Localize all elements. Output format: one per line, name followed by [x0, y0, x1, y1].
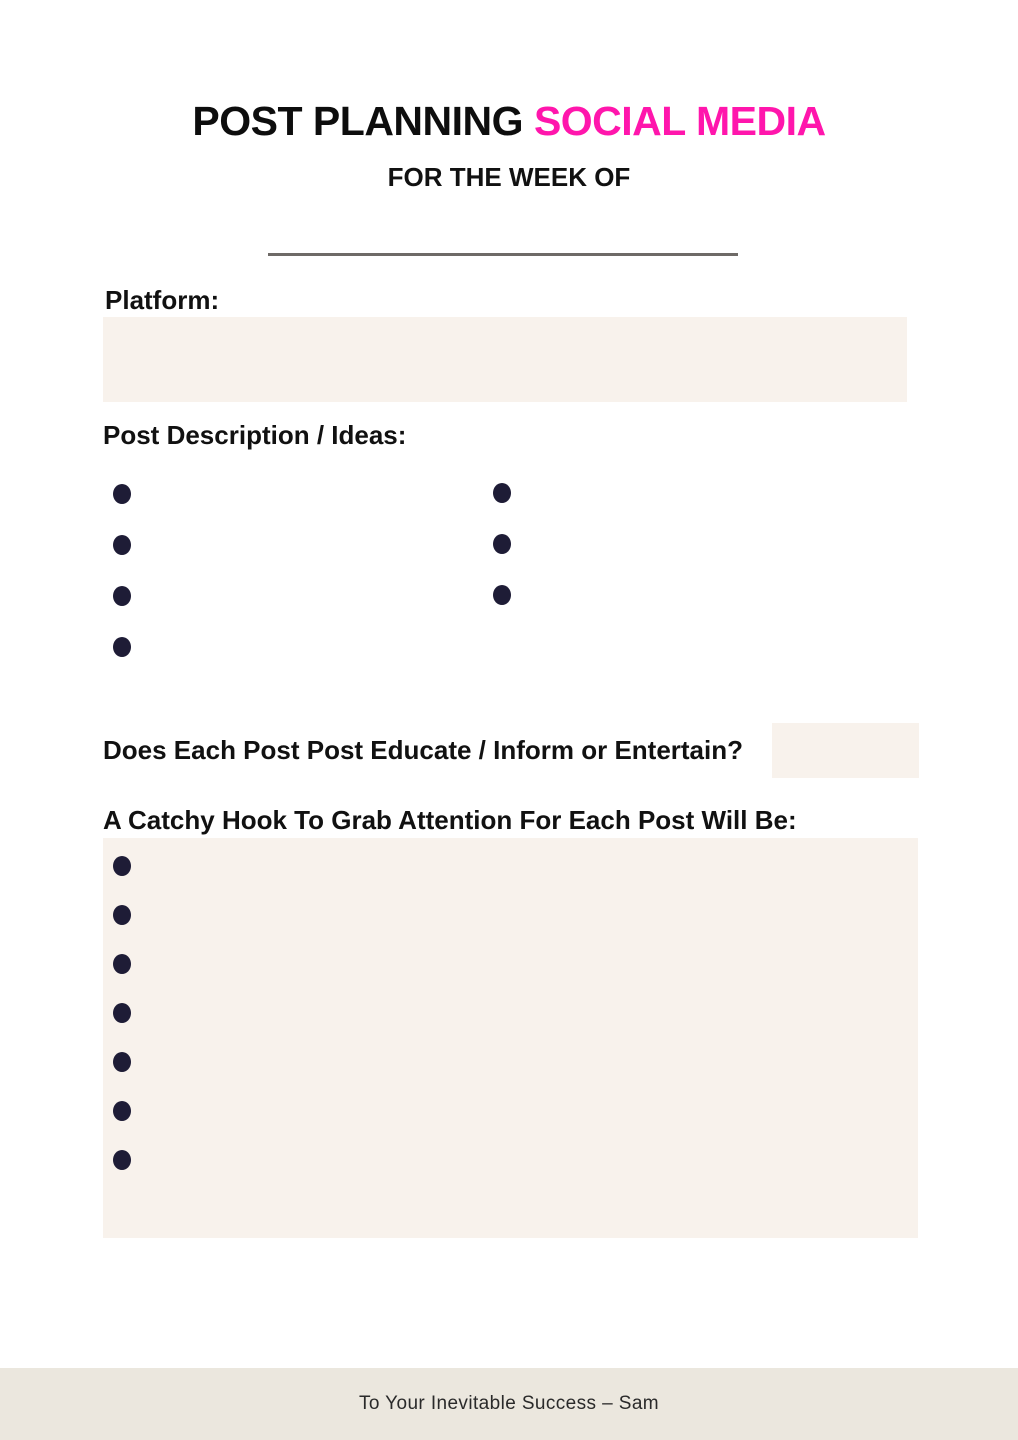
footer-band: To Your Inevitable Success – Sam: [0, 1368, 1018, 1440]
bullet-icon: [493, 534, 511, 554]
post-ideas-bullet-column-left: [113, 484, 131, 657]
bullet-icon: [113, 535, 131, 555]
page-title-black-part: POST PLANNING: [192, 98, 534, 144]
bullet-icon: [113, 856, 131, 876]
bullet-icon: [113, 1150, 131, 1170]
page-title-pink-part: SOCIAL MEDIA: [533, 98, 826, 144]
question-answer-box[interactable]: [772, 723, 919, 778]
bullet-icon: [113, 1052, 131, 1072]
bullet-icon: [113, 905, 131, 925]
bullet-icon: [493, 585, 511, 605]
post-ideas-bullet-column-right: [493, 483, 511, 605]
bullet-icon: [113, 1003, 131, 1023]
week-of-fill-in-line[interactable]: [268, 253, 738, 256]
platform-label: Platform:: [105, 285, 220, 315]
post-ideas-label: Post Description / Ideas:: [103, 420, 407, 450]
platform-input-area[interactable]: [103, 317, 907, 402]
footer-signature-text: To Your Inevitable Success – Sam: [358, 1393, 660, 1414]
page-subtitle: FOR THE WEEK OF: [387, 162, 631, 192]
bullet-icon: [113, 637, 131, 657]
page-title: POST PLANNING SOCIAL MEDIA: [0, 98, 1018, 145]
bullet-icon: [113, 484, 131, 504]
bullet-icon: [113, 954, 131, 974]
catchy-hook-input-area[interactable]: [103, 838, 918, 1238]
bullet-icon: [113, 1101, 131, 1121]
bullet-icon: [493, 483, 511, 503]
catchy-hook-label: A Catchy Hook To Grab Attention For Each…: [103, 805, 797, 835]
bullet-icon: [113, 586, 131, 606]
educate-inform-entertain-question-label: Does Each Post Post Educate / Inform or …: [103, 735, 744, 765]
